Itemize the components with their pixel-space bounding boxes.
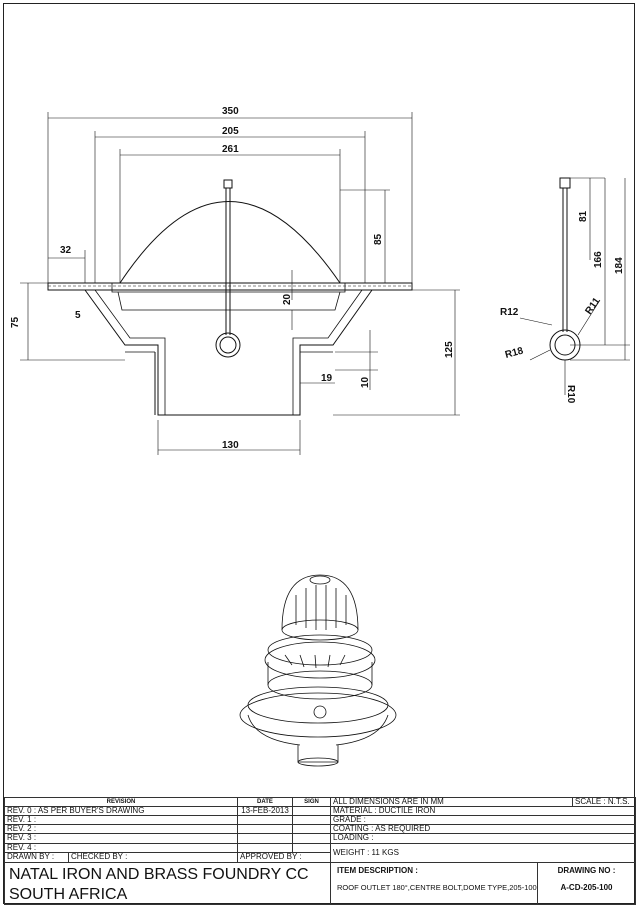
weight: WEIGHT : 11 KGS [330,843,636,863]
dim-130: 130 [222,440,239,451]
dim-166: 166 [593,251,604,268]
dim-r12: R12 [500,307,519,318]
technical-drawing: 350 205 261 32 5 75 85 20 125 19 10 130 … [10,106,630,767]
dim-85: 85 [373,233,384,245]
item-description-box: ITEM DESCRIPTION : ROOF OUTLET 180°,CENT… [330,862,538,905]
dimension-lines [20,112,630,455]
dim-350: 350 [222,106,239,117]
isometric-view [239,574,397,767]
dome [119,201,341,284]
section-view [47,179,413,416]
dim-81: 81 [578,210,589,222]
drawing-number-box: DRAWING NO : A-CD-205-100 [537,862,636,905]
dim-5: 5 [75,310,81,321]
company-name: NATAL IRON AND BRASS FOUNDRY CC SOUTH AF… [4,862,331,905]
company-line-1: NATAL IRON AND BRASS FOUNDRY CC [9,866,309,883]
dim-20: 20 [282,293,293,305]
dim-75: 75 [10,316,21,328]
dim-205: 205 [222,126,239,137]
dim-261: 261 [222,144,239,155]
bolt-side-view [549,177,581,361]
dim-19: 19 [321,373,333,384]
drawing-number-label: DRAWING NO : [557,866,616,875]
item-description-label: ITEM DESCRIPTION : [337,866,418,875]
dim-10: 10 [360,376,371,388]
dim-r10: R10 [565,385,576,404]
dim-r11: R11 [583,295,602,316]
company-line-2: SOUTH AFRICA [9,886,128,903]
dim-184: 184 [614,257,625,274]
item-description: ROOF OUTLET 180°,CENTRE BOLT,DOME TYPE,2… [337,883,537,892]
drawing-frame [3,3,635,904]
dim-32: 32 [60,245,72,256]
dim-r18: R18 [504,345,525,360]
centre-bolt [215,179,241,358]
dim-125: 125 [444,341,455,358]
body-outline [84,289,373,416]
drawing-number: A-CD-205-100 [560,883,613,892]
